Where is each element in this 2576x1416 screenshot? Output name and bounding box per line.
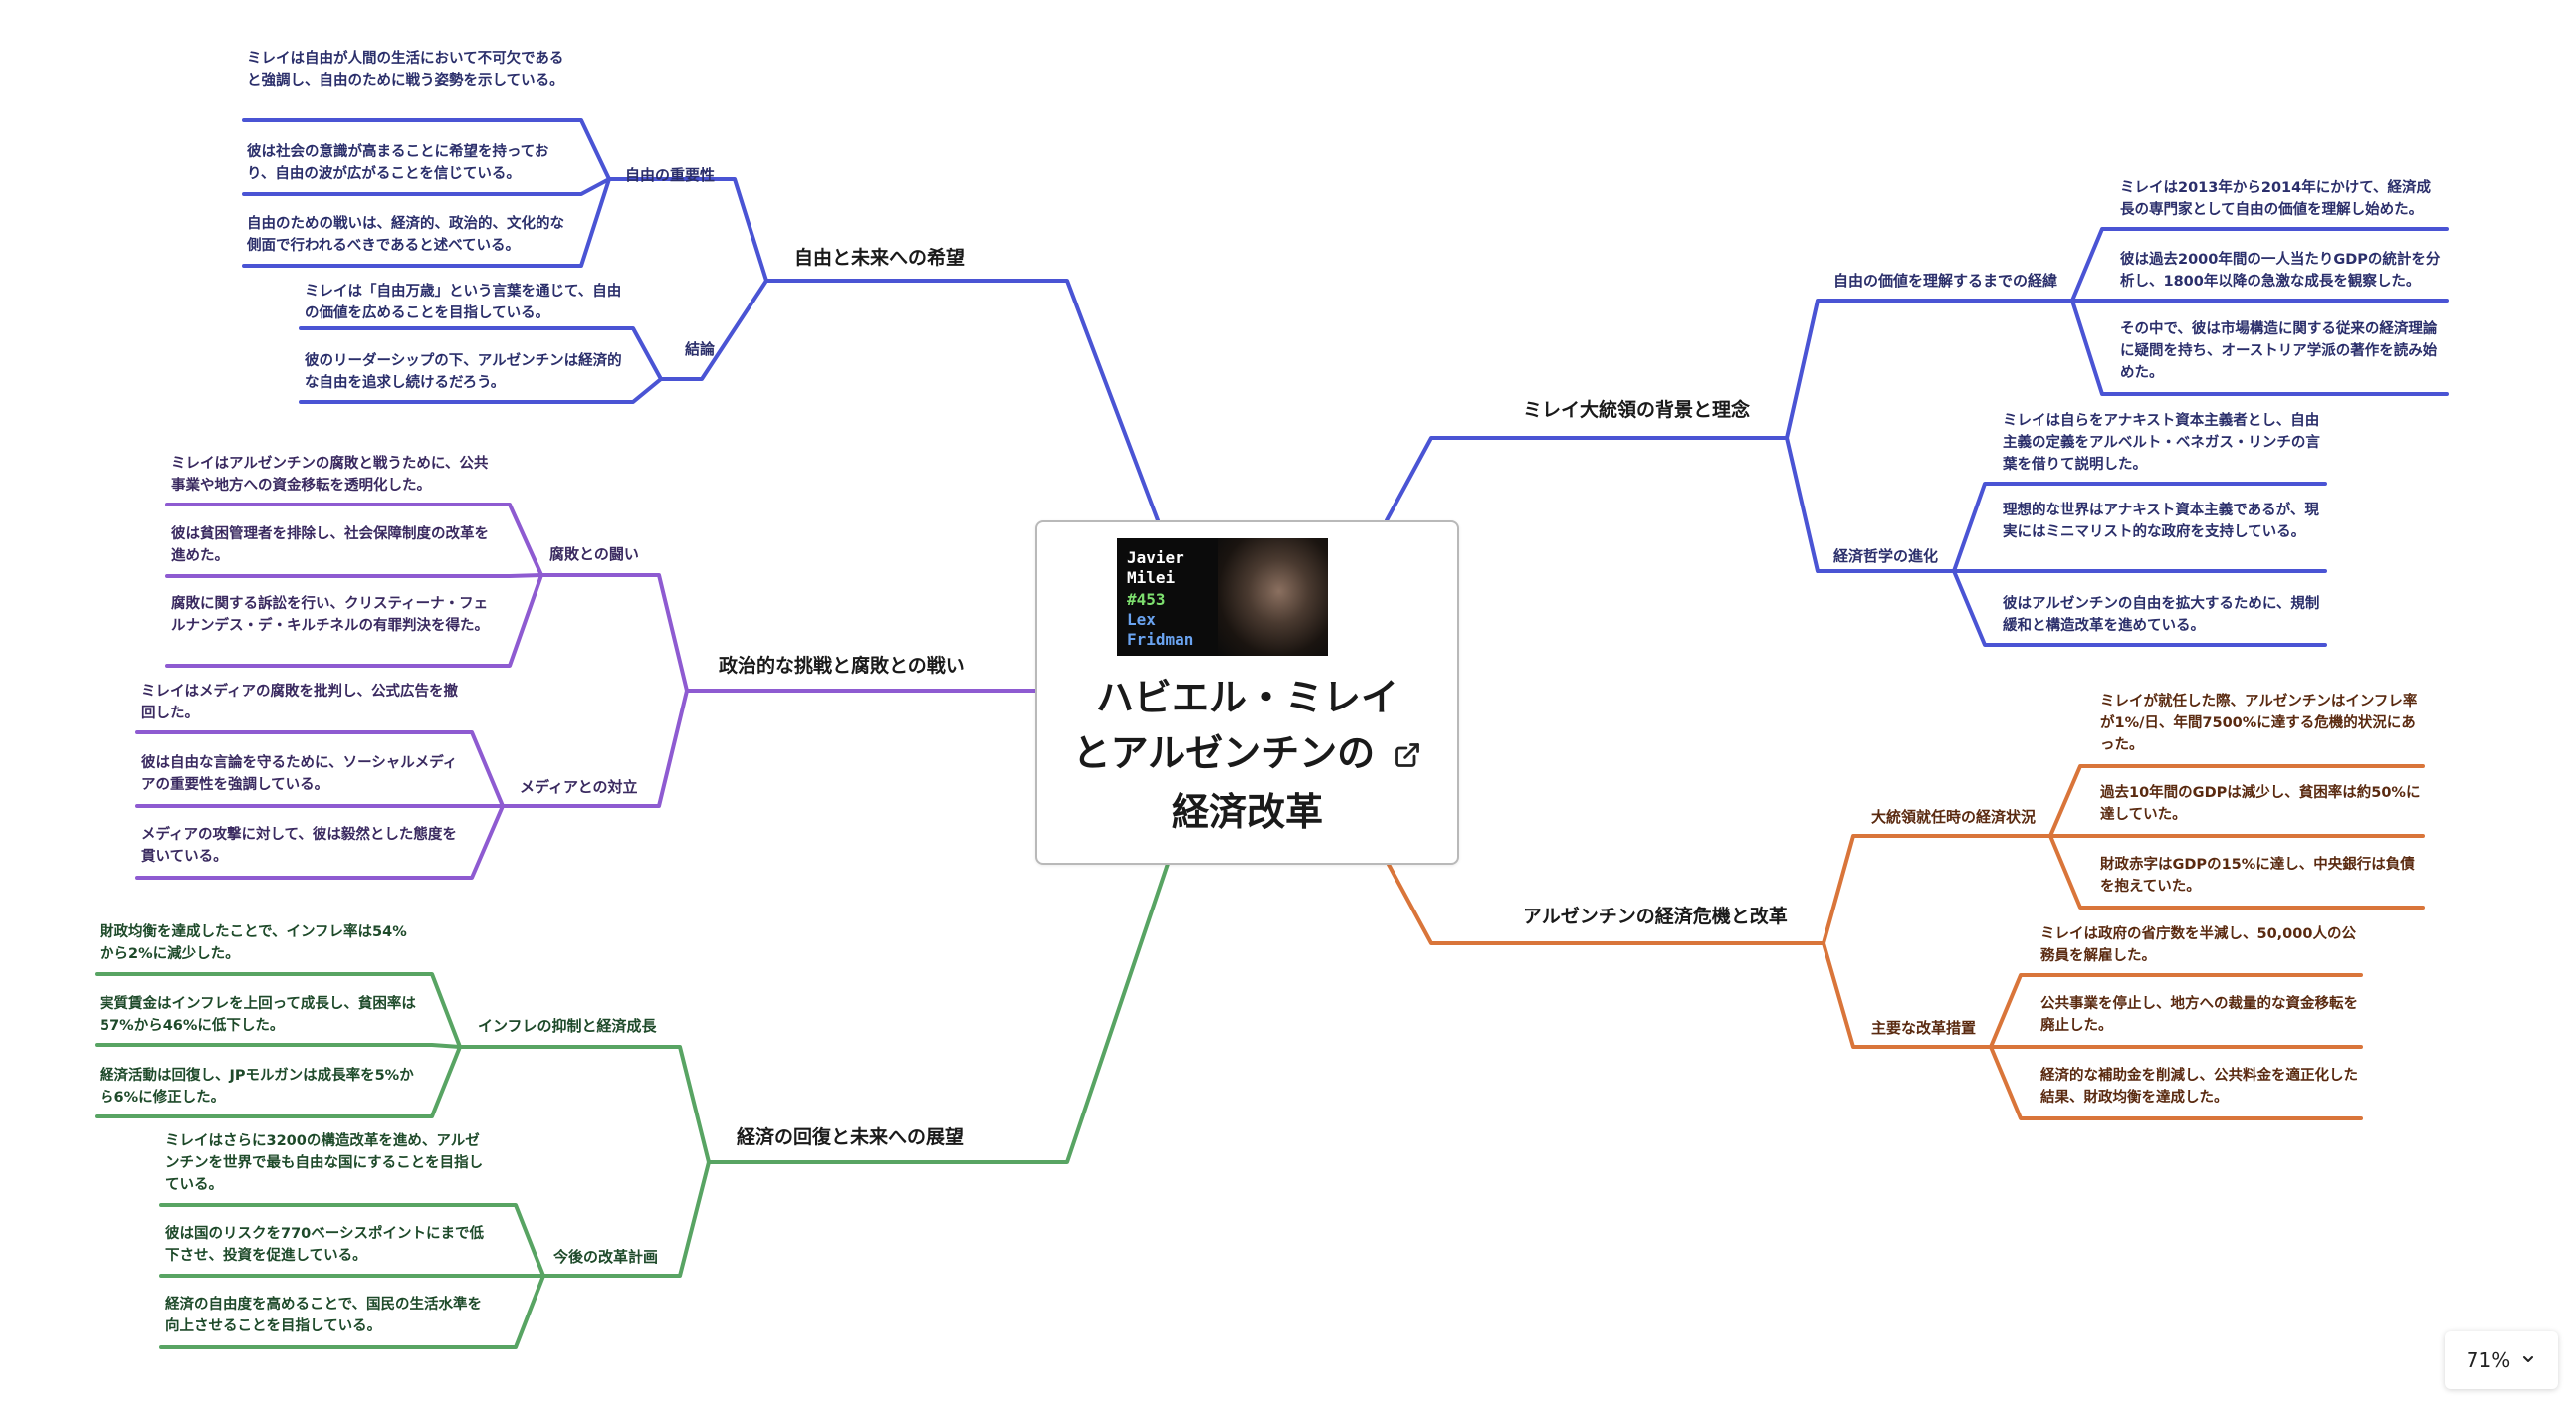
connector-branch-5 (1385, 764, 2425, 1120)
zoom-control[interactable]: 71% (2445, 1331, 2558, 1389)
leaf-b2-s1-2[interactable]: 彼は貧困管理者を排除し、社会保障制度の改革を進めた。 (171, 526, 489, 564)
connector-branch-4 (1385, 227, 2449, 647)
leaf-b3-s2-1[interactable]: ミレイはさらに3200の構造改革を進め、アルゼンチンを世界で最も自由な国にするこ… (165, 1133, 484, 1193)
cover-host-1: Lex (1127, 610, 1156, 629)
sub-understanding-freedom[interactable]: 自由の価値を理解するまでの経緯 (1833, 272, 2058, 290)
sub-future-reform[interactable]: 今後の改革計画 (553, 1248, 659, 1266)
sub-major-reforms[interactable]: 主要な改革措置 (1871, 1019, 1977, 1037)
leaf-b3-s1-3[interactable]: 経済活動は回復し、JPモルガンは成長率を5%から6%に修正した。 (100, 1068, 414, 1106)
branch-background-philosophy[interactable]: ミレイ大統領の背景と理念 (1523, 399, 1751, 421)
external-link-icon[interactable] (1394, 728, 1421, 784)
leaf-b3-s2-3[interactable]: 経済の自由度を高めることで、国民の生活水準を向上させることを目指している。 (165, 1297, 482, 1334)
leaf-b2-s2-3[interactable]: メディアの攻撃に対して、彼は毅然とした態度を貫いている。 (141, 827, 457, 865)
cover-line-2: Milei (1127, 568, 1176, 587)
root-title: ハビエル・ミレイ とアルゼンチンの 経済改革 (1037, 670, 1457, 840)
root-title-line-1: ハビエル・ミレイ (1095, 676, 1398, 719)
cover-episode: #453 (1127, 590, 1166, 609)
leaf-b3-s1-2[interactable]: 実質賃金はインフレを上回って成長し、貧困率は57%から46%に低下した。 (100, 996, 416, 1034)
leaf-b4-s2-3[interactable]: 彼はアルゼンチンの自由を拡大するために、規制緩和と構造改革を進めている。 (2003, 596, 2320, 634)
leaf-b3-s2-2[interactable]: 彼は国のリスクを770ベーシスポイントにまで低下させ、投資を促進している。 (165, 1226, 484, 1264)
leaf-b5-s2-3[interactable]: 経済的な補助金を削減し、公共料金を適正化した結果、財政均衡を達成した。 (2040, 1068, 2358, 1106)
sub-freedom-importance[interactable]: 自由の重要性 (625, 166, 716, 184)
podcast-cover-image: Javier Milei #453 Lex Fridman (1117, 538, 1328, 656)
sub-media-conflict[interactable]: メディアとの対立 (520, 778, 638, 796)
cover-line-1: Javier (1127, 548, 1184, 567)
leaf-b1-s1-3[interactable]: 自由のための戦いは、経済的、政治的、文化的な側面で行われるべきであると述べている… (247, 216, 564, 254)
leaf-b5-s2-2[interactable]: 公共事業を停止し、地方への裁量的な資金移転を廃止した。 (2040, 996, 2358, 1034)
sub-fight-corruption[interactable]: 腐敗との闘い (549, 545, 639, 563)
leaf-b2-s2-1[interactable]: ミレイはメディアの腐敗を批判し、公式広告を撤回した。 (141, 684, 458, 721)
leaf-b5-s1-2[interactable]: 過去10年間のGDPは減少し、貧困率は約50%に達していた。 (2100, 785, 2421, 823)
branch-freedom-future[interactable]: 自由と未来への希望 (794, 247, 966, 269)
leaf-b4-s2-2[interactable]: 理想的な世界はアナキスト資本主義であるが、現実にはミニマリスト的な政府を支持して… (2003, 503, 2319, 540)
leaf-b1-s2-2[interactable]: 彼のリーダーシップの下、アルゼンチンは経済的な自由を追求し続けるだろう。 (305, 353, 622, 391)
leaf-b1-s1-2[interactable]: 彼は社会の意識が高まることに希望を持っており、自由の波が広がることを信じている。 (247, 144, 549, 182)
leaf-b2-s2-2[interactable]: 彼は自由な言論を守るために、ソーシャルメディアの重要性を強調している。 (141, 755, 458, 793)
branch-political-corruption[interactable]: 政治的な挑戦と腐敗との戦い (719, 655, 965, 677)
connector-branch-3 (95, 859, 1171, 1349)
leaf-b4-s1-1[interactable]: ミレイは2013年から2014年にかけて、経済成長の専門家として自由の価値を理解… (2120, 180, 2431, 218)
connector-branch-1 (242, 118, 1160, 522)
leaf-b5-s1-3[interactable]: 財政赤字はGDPの15%に達し、中央銀行は負債を抱えていた。 (2100, 857, 2415, 895)
connector-branch-2 (135, 503, 1037, 880)
root-node[interactable]: Javier Milei #453 Lex Fridman ハビエル・ミレイ と… (1035, 520, 1459, 865)
leaf-b4-s2-1[interactable]: ミレイは自らをアナキスト資本主義者とし、自由主義の定義をアルベルト・ベネガス・リ… (2003, 413, 2320, 473)
branch-economic-recovery[interactable]: 経済の回復と未来への展望 (737, 1126, 965, 1148)
leaf-b2-s1-1[interactable]: ミレイはアルゼンチンの腐敗と戦うために、公共事業や地方への資金移転を透明化した。 (171, 456, 489, 494)
leaf-b5-s1-1[interactable]: ミレイが就任した際、アルゼンチンはインフレ率が1%/日、年間7500%に達する危… (2100, 694, 2418, 753)
sub-inflation-growth[interactable]: インフレの抑制と経済成長 (478, 1017, 657, 1035)
leaf-b5-s2-1[interactable]: ミレイは政府の省庁数を半減し、50,000人の公務員を解雇した。 (2040, 926, 2356, 964)
zoom-level: 71% (2466, 1348, 2511, 1372)
sub-conclusion[interactable]: 結論 (685, 340, 716, 358)
sub-inauguration-situation[interactable]: 大統領就任時の経済状況 (1871, 808, 2037, 826)
leaf-b4-s1-3[interactable]: その中で、彼は市場構造に関する従来の経済理論に疑問を持ち、オーストリア学派の著作… (2120, 321, 2438, 381)
leaf-b2-s1-3[interactable]: 腐敗に関する訴訟を行い、クリスティーナ・フェルナンデス・デ・キルチネルの有罪判決… (171, 596, 489, 634)
chevron-down-icon (2520, 1348, 2536, 1372)
leaf-b4-s1-2[interactable]: 彼は過去2000年間の一人当たりGDPの統計を分析し、1800年以降の急激な成長… (2120, 252, 2441, 290)
cover-host-2: Fridman (1127, 630, 1194, 649)
leaf-b1-s1-1[interactable]: ミレイは自由が人間の生活において不可欠であると強調し、自由のために戦う姿勢を示し… (247, 51, 564, 89)
portrait-image (1218, 538, 1328, 656)
root-title-line-3: 経済改革 (1171, 789, 1323, 834)
leaf-b1-s2-1[interactable]: ミレイは「自由万歳」という言葉を通じて、自由の価値を広めることを目指している。 (305, 284, 622, 321)
leaf-b3-s1-1[interactable]: 財政均衡を達成したことで、インフレ率は54%から2%に減少した。 (100, 924, 407, 962)
branch-economic-crisis[interactable]: アルゼンチンの経済危機と改革 (1523, 906, 1788, 927)
sub-philosophy-evolution[interactable]: 経済哲学の進化 (1833, 547, 1939, 565)
root-title-line-2: とアルゼンチンの (1037, 725, 1457, 784)
